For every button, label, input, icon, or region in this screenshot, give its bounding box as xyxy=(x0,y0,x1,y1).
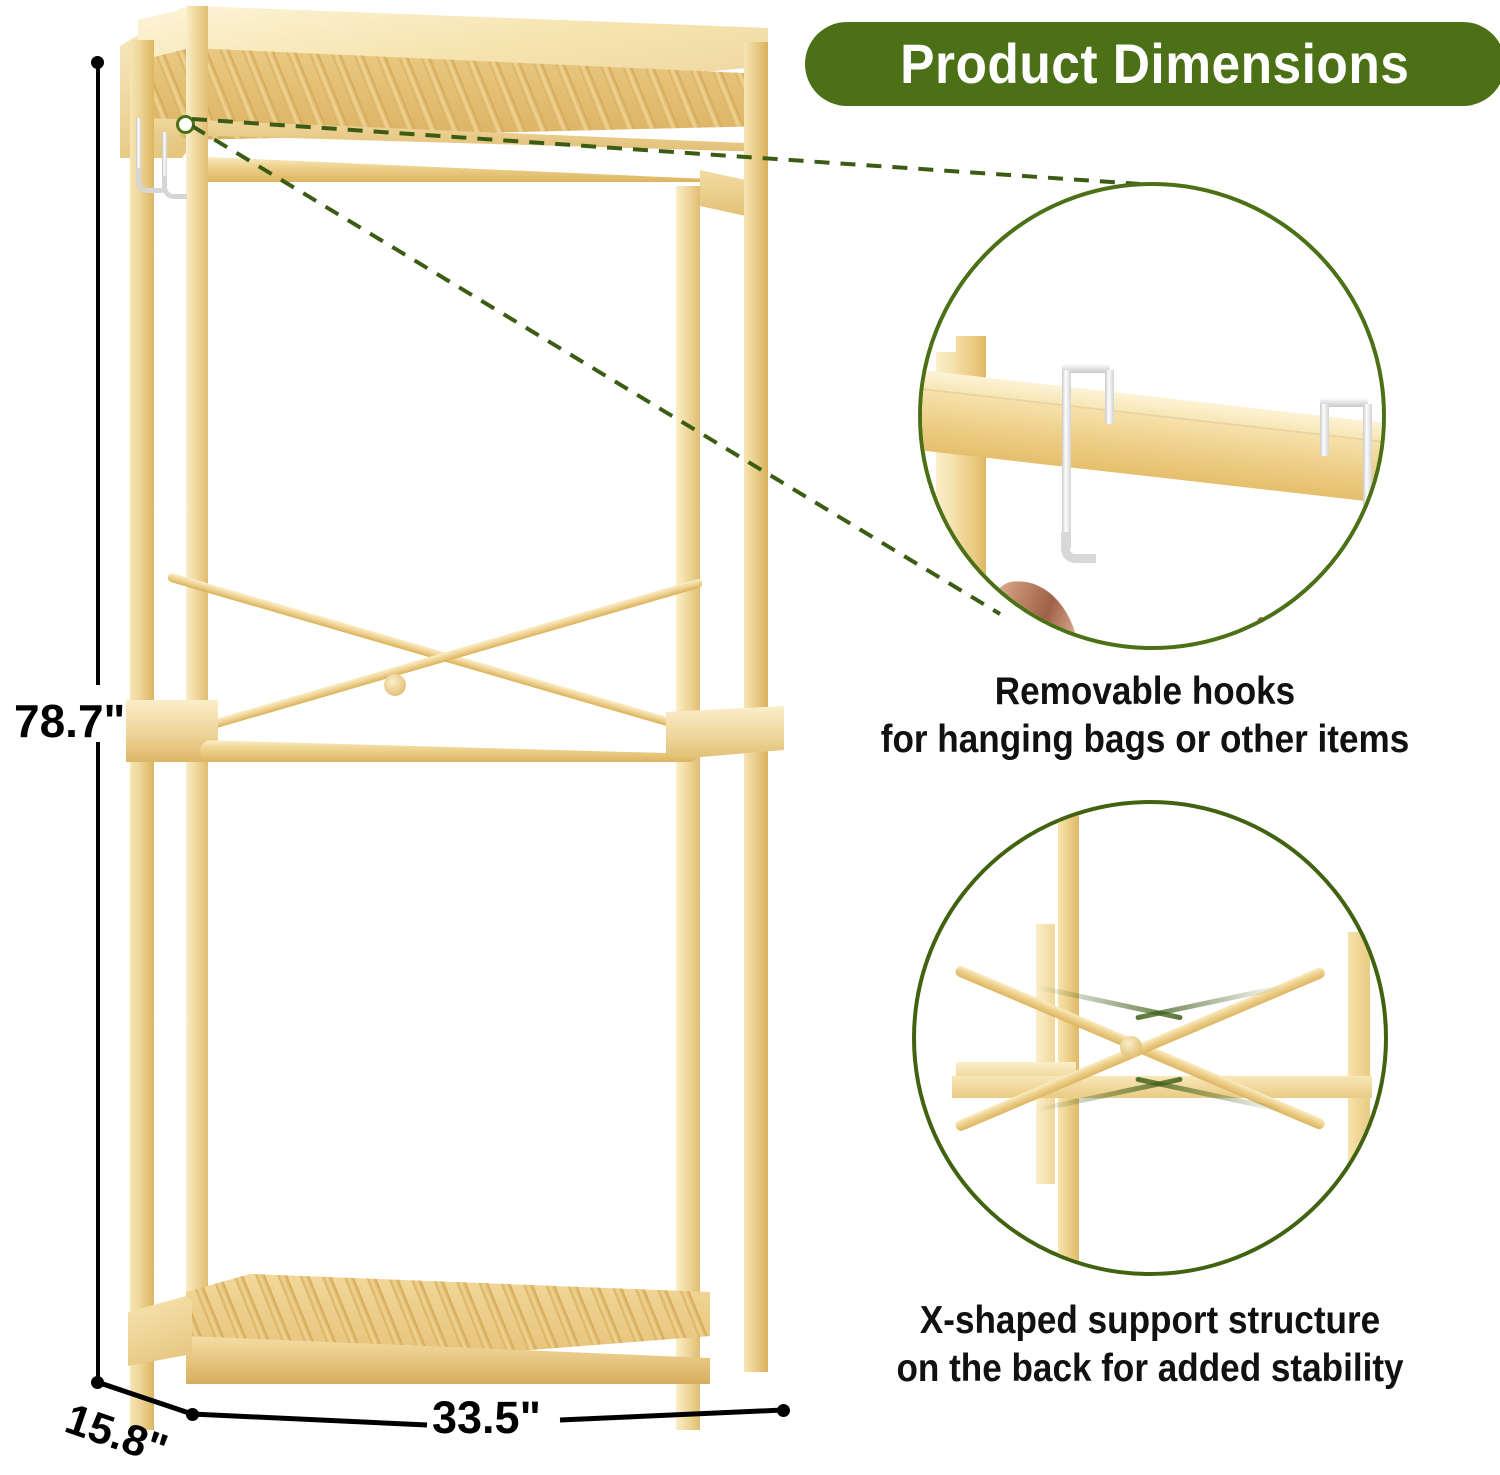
removable-hooks-caption: Removable hooks for hanging bags or othe… xyxy=(817,668,1474,763)
rack-rod-right-bracket xyxy=(700,170,746,216)
x-support-caption: X-shaped support structure on the back f… xyxy=(817,1297,1483,1392)
rack-post-back-left xyxy=(186,6,208,1366)
width-dimension-label: 33.5" xyxy=(432,1392,541,1443)
caption-line-2: on the back for added stability xyxy=(896,1346,1404,1390)
rack-post-front-right xyxy=(676,186,700,1430)
detail-shelf-edge xyxy=(956,1062,1076,1078)
rack-middle-support-right xyxy=(666,706,784,760)
rack-hanging-rod xyxy=(186,156,732,182)
x-support-detail-circle xyxy=(912,800,1388,1276)
width-dimension-cap-right xyxy=(777,1404,790,1417)
hook-icon-second xyxy=(156,132,190,206)
x-brace-center-joint xyxy=(1120,1036,1142,1058)
rack-x-brace-joint xyxy=(384,674,406,696)
caption-line-2: for hanging bags or other items xyxy=(880,717,1410,761)
hook-icon-detail-right xyxy=(1320,398,1380,646)
height-dimension-label: 78.7" xyxy=(14,695,126,747)
detail-post-front xyxy=(1058,804,1079,1272)
page-title: Product Dimensions xyxy=(900,32,1410,95)
depth-dimension-cap xyxy=(186,1408,199,1421)
height-dimension-cap-bottom xyxy=(91,1376,104,1389)
height-dimension-line-upper xyxy=(96,63,100,685)
callout-origin-icon xyxy=(176,115,195,134)
caption-line-1: X-shaped support structure xyxy=(919,1299,1381,1342)
rack-middle-rod xyxy=(200,740,700,762)
product-dimensions-banner: Product Dimensions xyxy=(805,22,1500,106)
hook-icon xyxy=(130,118,164,193)
detail-post-back xyxy=(1036,924,1055,1184)
caption-line-1: Removable hooks xyxy=(994,670,1296,713)
detail-post-right xyxy=(1348,932,1370,1162)
hook-icon-detail-left xyxy=(1061,364,1122,624)
leather-strap-icon-right xyxy=(1258,616,1305,646)
height-dimension-line-lower xyxy=(96,742,100,1387)
removable-hooks-detail-circle xyxy=(918,182,1386,650)
height-dimension-cap-top xyxy=(91,56,104,69)
